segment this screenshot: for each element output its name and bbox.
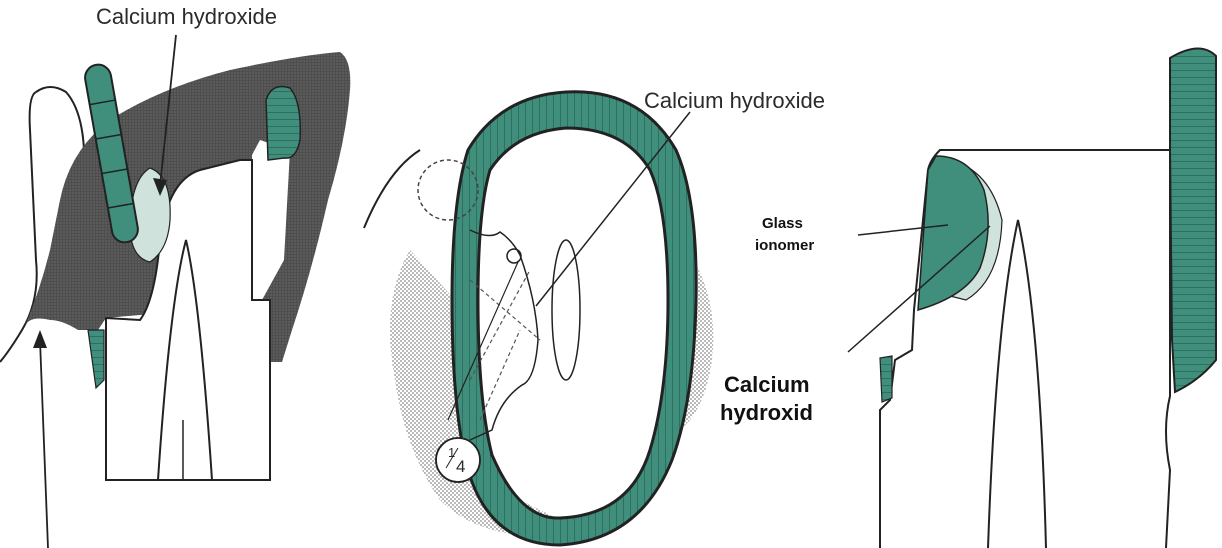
middle-panel: 1 4 Calcium hydroxide Calcium hydroxid — [364, 88, 825, 545]
right-enamel-strip-bottom — [880, 356, 892, 402]
middle-tissue-outline — [364, 150, 420, 228]
right-enamel-strip — [1170, 48, 1216, 392]
enamel-ring — [452, 92, 696, 545]
enamel-strip-right — [266, 87, 300, 161]
right-pulp-horn — [988, 220, 1046, 548]
glass-ionomer-line1: Glass — [762, 215, 803, 232]
fraction-denominator: 4 — [456, 457, 465, 476]
calcium-hydroxid-line1: Calcium — [724, 372, 810, 397]
inner-pulp-oval — [552, 240, 580, 380]
enamel-strip-bottom-left — [88, 330, 104, 388]
small-loop — [507, 249, 521, 263]
glass-ionomer-line2: ionomer — [755, 237, 814, 254]
gingiva-outline — [0, 92, 37, 362]
bottom-left-arrow — [40, 340, 48, 548]
right-panel: Glass ionomer — [755, 48, 1216, 548]
lip-outline — [36, 87, 84, 150]
right-tooth-outline — [880, 150, 1170, 548]
left-calcium-hydroxide-label: Calcium hydroxide — [96, 4, 277, 29]
calcium-hydroxid-line2: hydroxid — [720, 400, 813, 425]
bottom-left-arrowhead — [33, 330, 47, 348]
left-panel: Calcium hydroxide — [0, 4, 350, 548]
middle-calcium-hydroxide-label: Calcium hydroxide — [644, 88, 825, 113]
